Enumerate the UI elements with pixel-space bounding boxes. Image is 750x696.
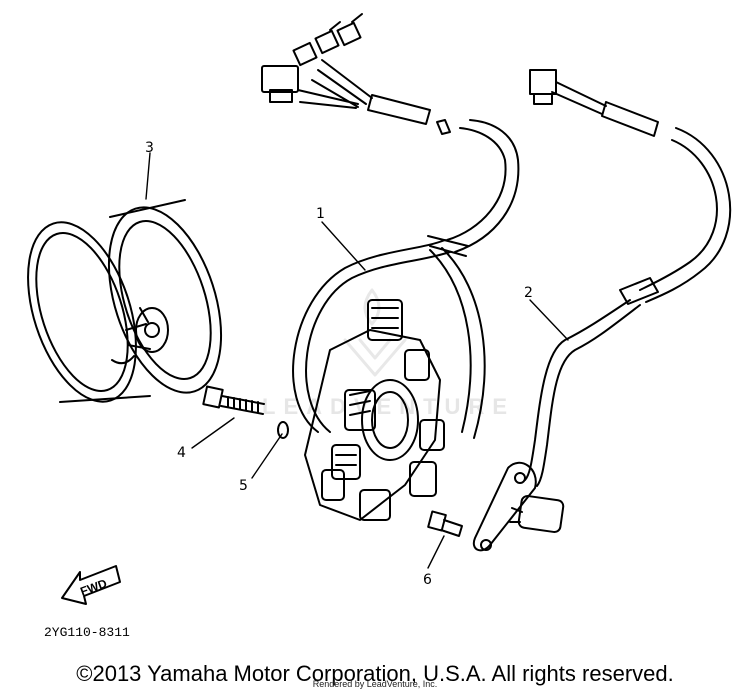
copyright-text: ©2013 Yamaha Motor Corporation, U.S.A. A… xyxy=(76,661,674,686)
pickup-coil-assembly xyxy=(472,69,732,552)
stator-coil-assembly xyxy=(304,299,445,521)
part-code: 2YG110-8311 xyxy=(44,625,130,640)
callout-5: 5 xyxy=(239,478,248,494)
callout-6: 6 xyxy=(423,572,432,588)
rendered-by-text: Rendered by LeadVenture, Inc. xyxy=(312,679,438,689)
rotor-assembly xyxy=(27,199,223,403)
leader-line-3 xyxy=(145,152,151,200)
stator-wire-harness xyxy=(261,13,520,439)
leader-line-6 xyxy=(427,535,445,569)
leader-line-4 xyxy=(191,417,235,449)
callout-1: 1 xyxy=(316,206,325,222)
leader-line-5 xyxy=(251,433,283,479)
callout-2: 2 xyxy=(524,285,533,301)
screw-part-6 xyxy=(427,510,463,537)
callout-3: 3 xyxy=(145,140,154,156)
watermark-logo xyxy=(343,288,407,377)
leader-line-2 xyxy=(529,299,569,341)
fwd-arrow-icon xyxy=(61,565,121,605)
callout-4: 4 xyxy=(177,445,186,461)
washer-part-5 xyxy=(277,421,289,439)
bolt-part-4 xyxy=(202,385,265,415)
leader-line-1 xyxy=(321,221,366,271)
